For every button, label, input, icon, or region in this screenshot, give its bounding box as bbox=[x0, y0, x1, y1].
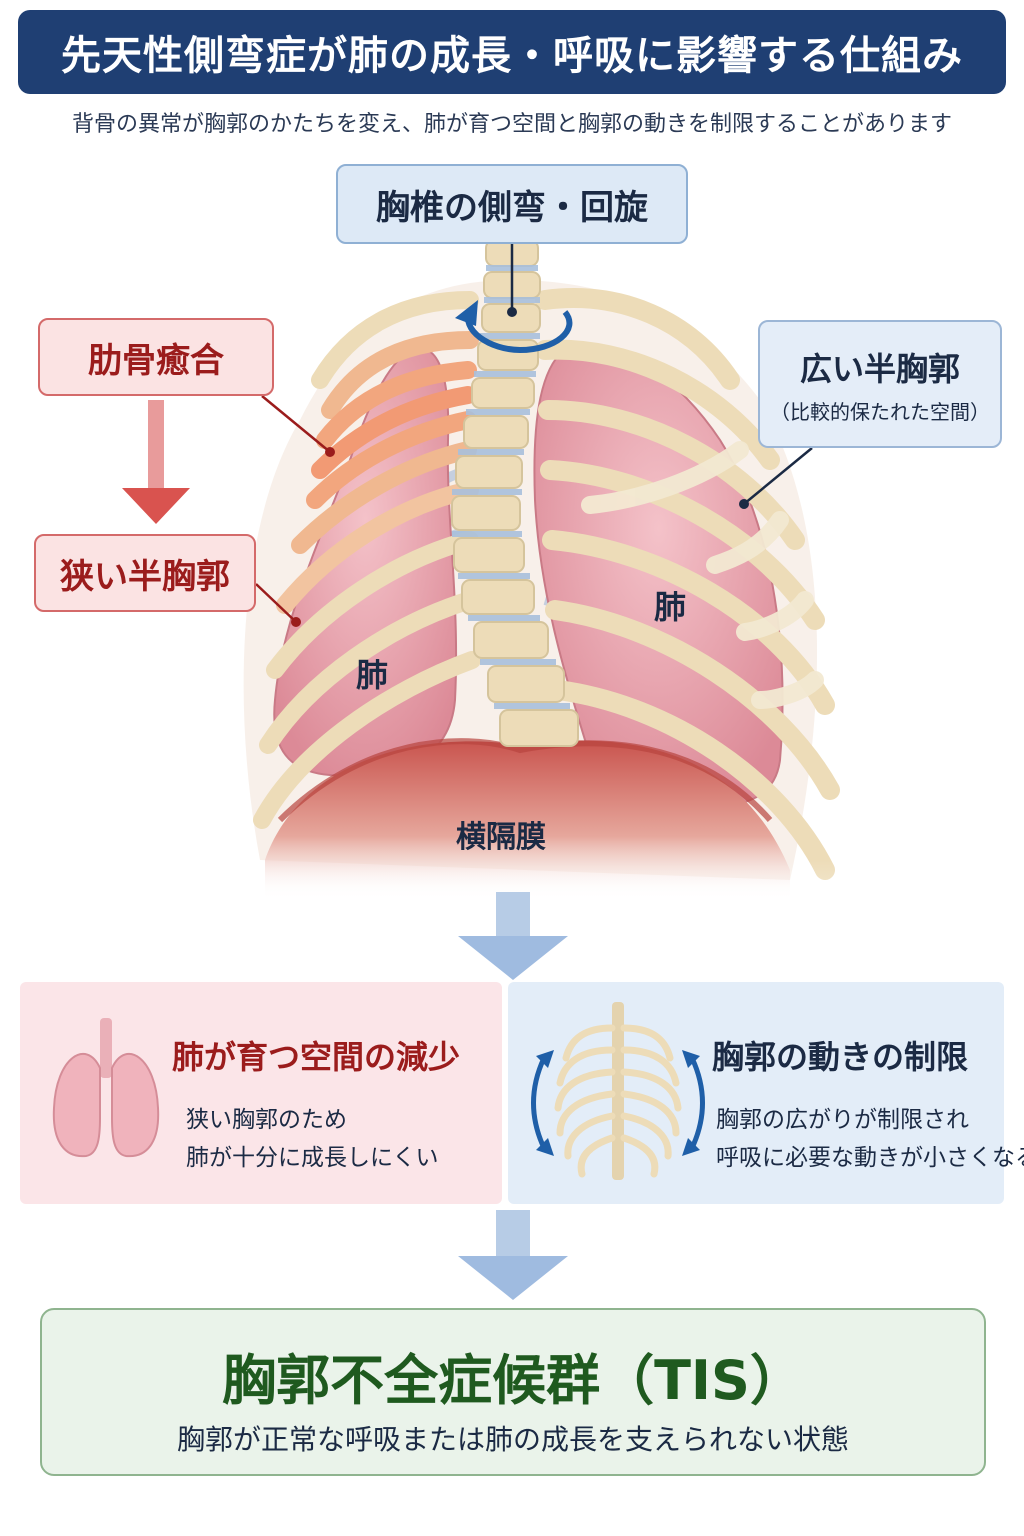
lung-space-line-1: 狭い胸郭のため bbox=[186, 1107, 347, 1133]
wide-hemithorax-label: 広い半胸郭 （比較的保たれた空間） bbox=[758, 320, 1002, 448]
lung-space-title: 肺が育つ空間の減少 bbox=[172, 1038, 461, 1076]
left-lung-label: 肺 bbox=[356, 656, 389, 694]
leader-lines bbox=[255, 244, 813, 627]
chest-motion-line-1: 胸郭の広がりが制限され bbox=[716, 1107, 969, 1133]
rib-fusion-label: 肋骨癒合 bbox=[38, 318, 274, 396]
page-subtitle: 背骨の異常が胸郭のかたちを変え、肺が育つ空間と胸郭の動きを制限することがあります bbox=[71, 112, 952, 137]
narrow-hemithorax-label: 狭い半胸郭 bbox=[34, 534, 256, 612]
anatomy-illustration bbox=[0, 239, 1024, 970]
spine-curvature-label: 胸椎の側弯・回旋 bbox=[336, 164, 688, 244]
lungs-icon bbox=[52, 1018, 160, 1158]
diaphragm-label: 横隔膜 bbox=[456, 820, 546, 855]
tis-result-box: 胸郭不全症候群（TIS） 胸郭が正常な呼吸または肺の成長を支えられない状態 bbox=[40, 1308, 986, 1476]
tis-description: 胸郭が正常な呼吸または肺の成長を支えられない状態 bbox=[176, 1423, 849, 1456]
rotation-arrow-icon bbox=[455, 300, 573, 354]
cause-arrow-icon bbox=[122, 400, 190, 524]
ribcage-icon bbox=[531, 1002, 705, 1180]
chest-motion-panel: 胸郭の動きの制限 胸郭の広がりが制限され 呼吸に必要な動きが小さくなる bbox=[508, 982, 1024, 1204]
down-arrow-icon bbox=[458, 1210, 568, 1300]
down-arrow-icon bbox=[458, 892, 568, 980]
title-banner: 先天性側弯症が肺の成長・呼吸に影響する仕組み bbox=[18, 10, 1006, 94]
lung-space-panel: 肺が育つ空間の減少 狭い胸郭のため 肺が十分に成長しにくい bbox=[20, 982, 502, 1204]
left-ribs bbox=[253, 291, 481, 829]
right-anterior-ribs bbox=[581, 441, 824, 709]
chest-motion-title: 胸郭の動きの制限 bbox=[712, 1038, 969, 1076]
right-ribs bbox=[535, 288, 840, 880]
lung-space-line-2: 肺が十分に成長しにくい bbox=[186, 1145, 439, 1171]
right-lung-label: 肺 bbox=[654, 588, 687, 626]
page-title: 先天性側弯症が肺の成長・呼吸に影響する仕組み bbox=[61, 33, 963, 79]
tis-title: 胸郭不全症候群（TIS） bbox=[222, 1349, 804, 1412]
chest-motion-line-2: 呼吸に必要な動きが小さくなる bbox=[716, 1145, 1024, 1171]
